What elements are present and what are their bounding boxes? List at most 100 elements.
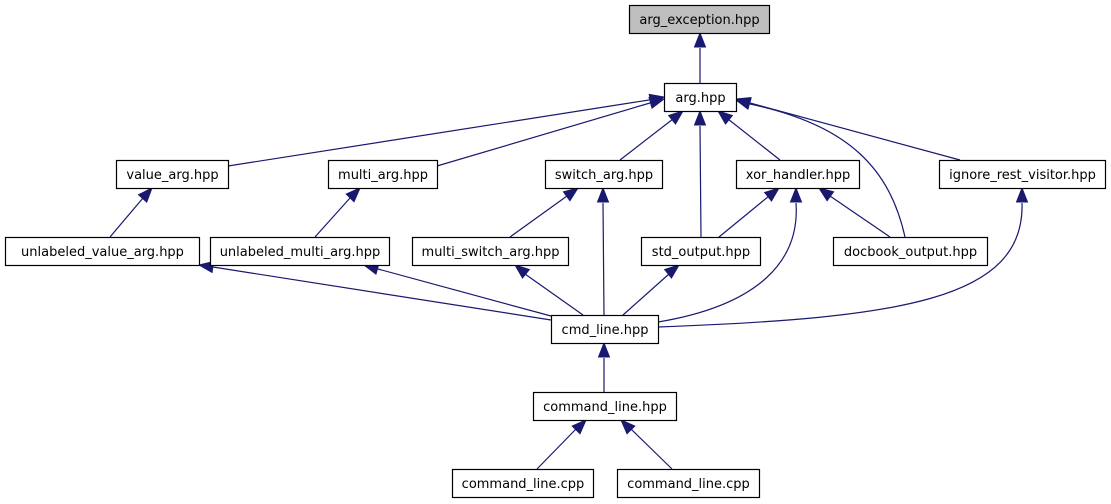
edge-xor_handler-to-arg: [716, 110, 781, 161]
node-command-line-cpp-1[interactable]: command_line.cpp: [451, 468, 595, 499]
edge-cmd_line-to-multi_switch_arg: [513, 264, 584, 316]
node-box[interactable]: [628, 4, 771, 35]
node-label: command_line.cpp: [462, 477, 585, 492]
edge-line: [109, 197, 144, 238]
node-multi-switch-arg[interactable]: multi_switch_arg.hpp: [411, 236, 570, 267]
arrowhead-icon: [1015, 186, 1029, 203]
edge-value_arg-to-arg: [227, 93, 666, 167]
arrowhead-icon: [596, 186, 610, 203]
node-label: docbook_output.hpp: [844, 245, 977, 260]
arrowhead-icon: [693, 31, 707, 48]
node-label: unlabeled_value_arg.hpp: [21, 245, 184, 260]
node-label: switch_arg.hpp: [555, 168, 653, 183]
edge-line: [829, 195, 891, 238]
node-label: multi_arg.hpp: [338, 168, 428, 183]
edge-line: [630, 428, 673, 470]
node-command-line-cpp-2[interactable]: command_line.cpp: [616, 468, 761, 499]
node-unlabeled-multi-arg[interactable]: unlabeled_multi_arg.hpp: [209, 236, 391, 267]
edge-line: [749, 102, 961, 161]
edge-line: [436, 102, 651, 167]
edge-line: [699, 125, 702, 238]
node-box[interactable]: [735, 159, 861, 190]
node-unlabeled-value-arg[interactable]: unlabeled_value_arg.hpp: [4, 236, 201, 267]
edge-multi_switch_arg-to-switch_arg: [509, 187, 580, 238]
node-box[interactable]: [616, 468, 761, 499]
node-arg[interactable]: arg.hpp: [663, 82, 738, 113]
node-box[interactable]: [663, 82, 738, 113]
edge-switch_arg-to-arg: [619, 110, 685, 161]
node-label: value_arg.hpp: [126, 168, 218, 183]
node-command-line-hpp[interactable]: command_line.hpp: [532, 391, 678, 422]
edge-line: [727, 118, 781, 161]
edge-arg-to-arg_exception: [693, 31, 707, 83]
edge-command_line_cpp_1-to-command_line_hpp: [536, 419, 587, 470]
node-box[interactable]: [640, 236, 762, 267]
edge-command_line_cpp_2-to-command_line_hpp: [620, 419, 673, 470]
edge-line: [227, 99, 650, 167]
node-box[interactable]: [327, 159, 439, 190]
arrowhead-icon: [693, 109, 707, 126]
node-box[interactable]: [532, 391, 678, 422]
arrowhead-icon: [648, 96, 666, 109]
arrowhead-icon: [817, 187, 835, 202]
node-box[interactable]: [209, 236, 391, 267]
edge-line: [718, 195, 770, 238]
node-box[interactable]: [411, 236, 570, 267]
arrowhead-icon: [620, 419, 636, 435]
edge-ignore_rest_visitor-to-arg: [734, 96, 961, 161]
node-label: ignore_rest_visitor.hpp: [949, 168, 1096, 183]
edge-line: [657, 202, 797, 323]
arrowhead-icon: [562, 187, 580, 202]
node-ignore-rest-visitor[interactable]: ignore_rest_visitor.hpp: [938, 159, 1107, 190]
node-label: multi_switch_arg.hpp: [422, 245, 560, 260]
node-value-arg[interactable]: value_arg.hpp: [115, 159, 230, 190]
edge-multi_arg-to-arg: [436, 96, 666, 167]
node-label: xor_handler.hpp: [746, 168, 850, 183]
edge-line: [602, 202, 605, 316]
edge-line: [212, 266, 552, 321]
edge-line: [377, 268, 552, 317]
edge-line: [622, 273, 670, 316]
node-box[interactable]: [4, 236, 201, 267]
node-label: std_output.hpp: [652, 245, 750, 260]
node-box[interactable]: [115, 159, 230, 190]
arrowhead-icon: [597, 341, 611, 358]
arrowhead-icon: [663, 264, 681, 279]
node-cmd-line[interactable]: cmd_line.hpp: [550, 314, 660, 345]
node-label: cmd_line.hpp: [562, 323, 649, 338]
arrowhead-icon: [763, 187, 781, 202]
node-multi-arg[interactable]: multi_arg.hpp: [327, 159, 439, 190]
arrowhead-icon: [789, 186, 803, 203]
edge-line: [619, 118, 674, 161]
edge-unlabeled_multi_arg-to-multi_arg: [314, 187, 361, 238]
node-label: command_line.cpp: [627, 477, 750, 492]
node-box[interactable]: [544, 159, 664, 190]
node-docbook-output[interactable]: docbook_output.hpp: [832, 236, 989, 267]
edge-line: [314, 197, 351, 238]
node-switch-arg[interactable]: switch_arg.hpp: [544, 159, 664, 190]
arrowhead-icon: [716, 110, 734, 125]
arrowhead-icon: [667, 110, 685, 125]
node-arg-exception[interactable]: arg_exception.hpp: [628, 4, 771, 35]
edge-docbook_output-to-xor_handler: [817, 187, 891, 238]
node-std-output[interactable]: std_output.hpp: [640, 236, 762, 267]
edges-layer: [109, 31, 1029, 470]
node-box[interactable]: [832, 236, 989, 267]
arrowhead-icon: [734, 96, 752, 109]
node-box[interactable]: [451, 468, 595, 499]
edge-command_line_hpp-to-cmd_line: [597, 341, 611, 392]
arrowhead-icon: [345, 187, 361, 203]
edge-line: [657, 202, 1023, 328]
edge-std_output-to-xor_handler: [718, 187, 781, 238]
node-box[interactable]: [938, 159, 1107, 190]
node-xor-handler[interactable]: xor_handler.hpp: [735, 159, 861, 190]
edge-cmd_line-to-xor_handler: [657, 186, 803, 323]
edge-cmd_line-to-switch_arg: [596, 186, 610, 316]
node-label: arg_exception.hpp: [639, 13, 759, 28]
node-label: arg.hpp: [675, 91, 725, 106]
edge-line: [536, 428, 577, 470]
edge-line: [509, 195, 568, 238]
node-box[interactable]: [550, 314, 660, 345]
